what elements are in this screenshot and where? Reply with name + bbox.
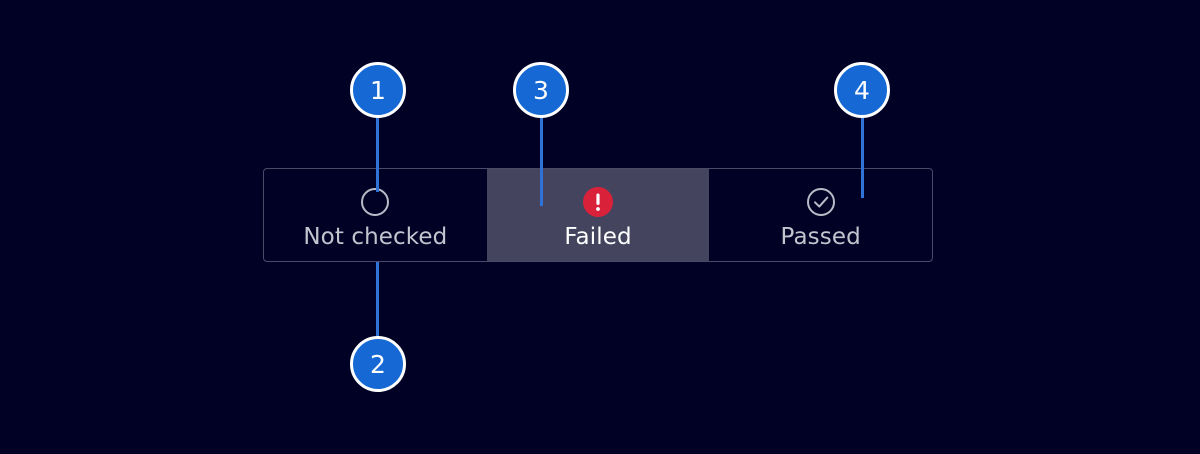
- check-circle-icon: [805, 186, 837, 218]
- empty-circle-icon: [359, 186, 391, 218]
- segment-failed[interactable]: Failed: [486, 169, 710, 261]
- segment-not-checked[interactable]: Not checked: [264, 169, 487, 261]
- segment-label-failed: Failed: [564, 223, 632, 250]
- callout-leader-line-1: [376, 116, 379, 192]
- callout-badge-1: 1: [350, 62, 406, 118]
- callout-leader-line-3: [540, 116, 543, 206]
- segment-label-passed: Passed: [780, 223, 861, 250]
- check-status-segmented-control: Not checked Failed Passed: [263, 168, 933, 262]
- callout-badge-4: 4: [834, 62, 890, 118]
- segment-label-not-checked: Not checked: [303, 223, 448, 250]
- callout-leader-line-2: [376, 262, 379, 338]
- segment-passed[interactable]: Passed: [709, 169, 932, 261]
- callout-badge-2: 2: [350, 336, 406, 392]
- error-exclamation-icon: [582, 186, 614, 218]
- callout-badge-3: 3: [513, 62, 569, 118]
- callout-leader-line-4: [861, 116, 864, 198]
